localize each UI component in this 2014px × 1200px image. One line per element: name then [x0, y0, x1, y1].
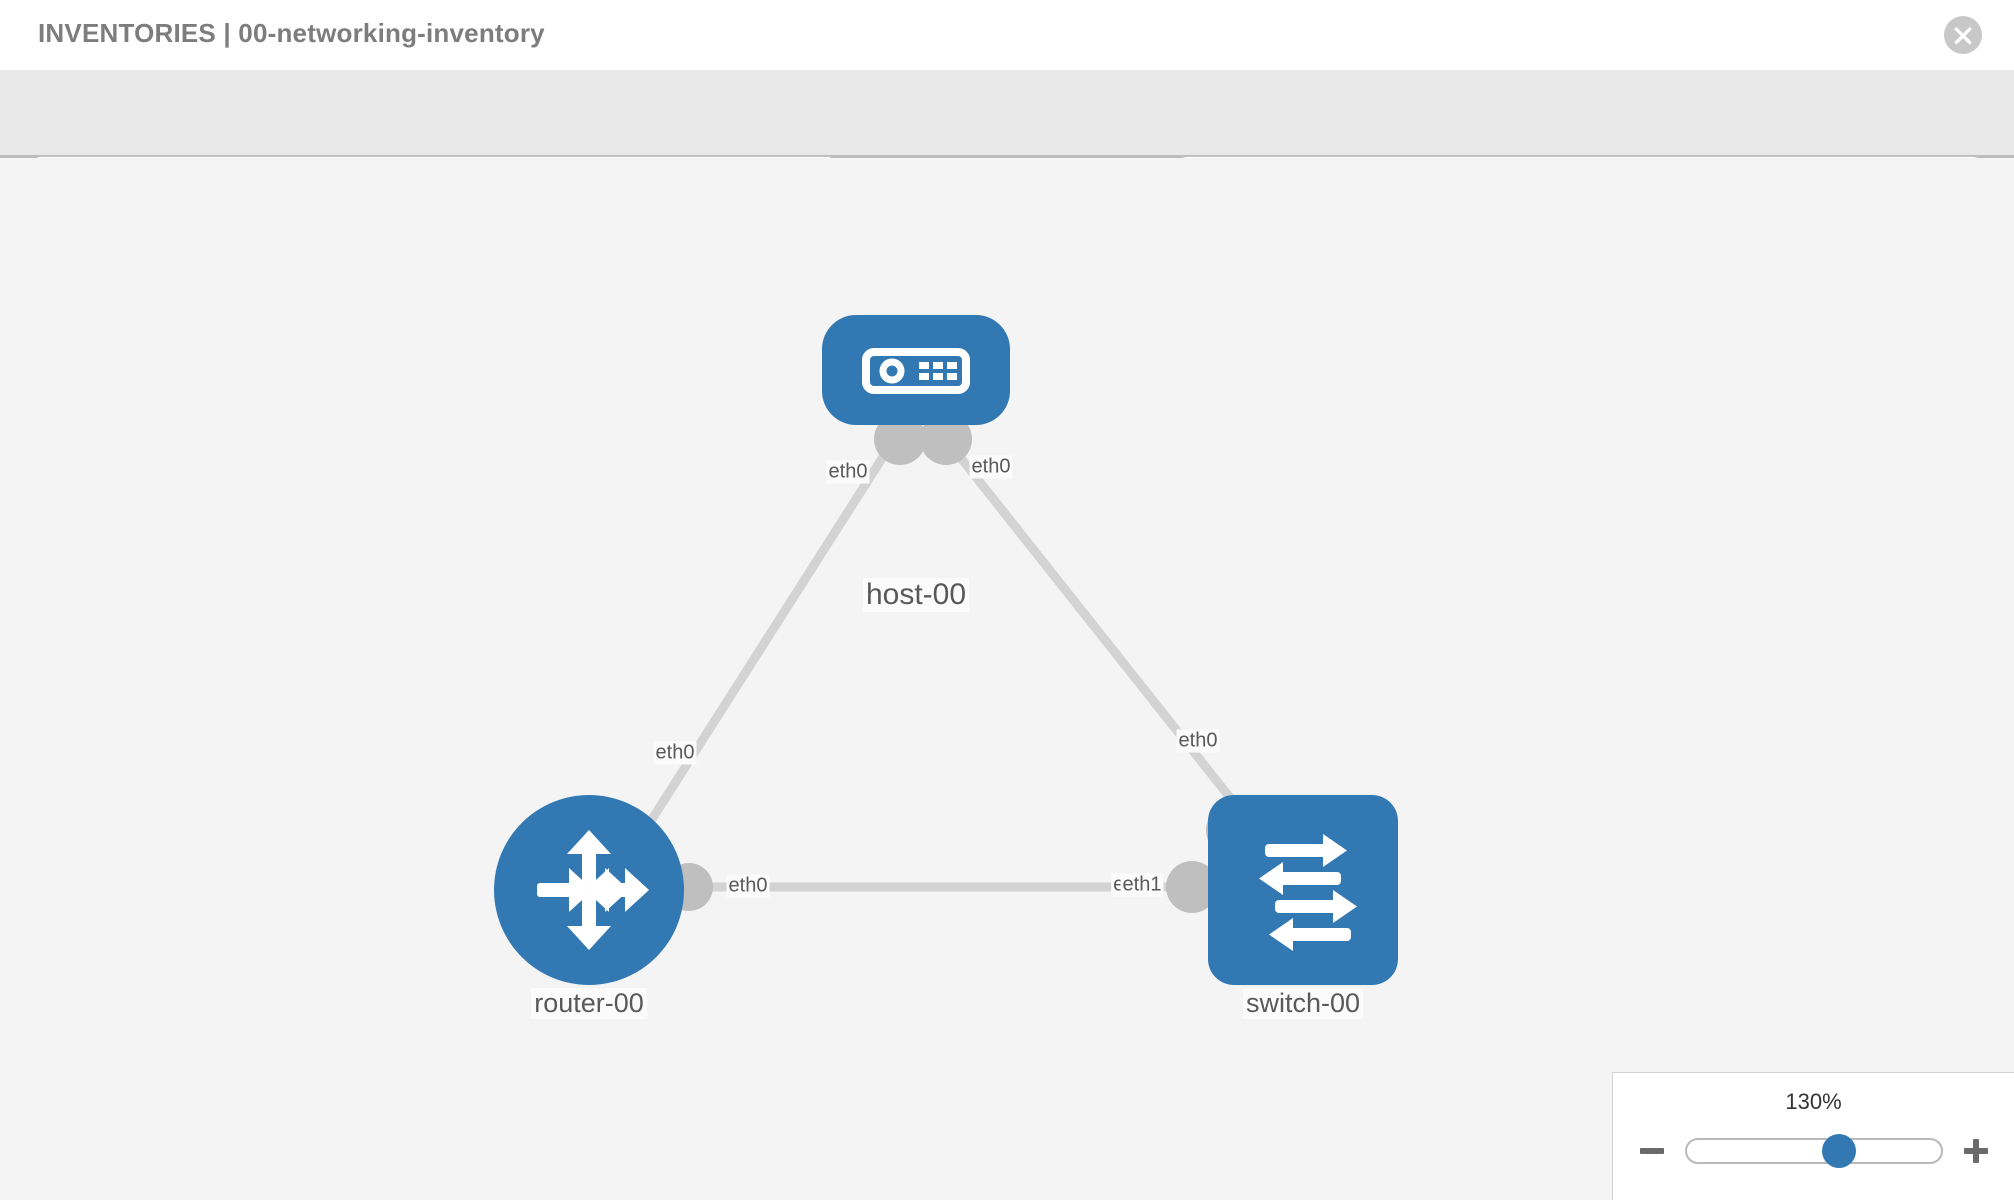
page-header: INVENTORIES | 00-networking-inventory — [0, 0, 2014, 70]
topology-node-switch[interactable] — [1208, 795, 1398, 985]
zoom-in-button[interactable] — [1961, 1136, 1991, 1166]
link-router-host — [636, 435, 899, 841]
switch-icon — [1259, 834, 1357, 951]
port-host-eth1 — [920, 413, 972, 465]
minus-icon — [1639, 1148, 1664, 1154]
topology-toolbar: ACTIONS SEARCH — [0, 70, 2014, 212]
port-host-eth0 — [874, 413, 926, 465]
interface-label: eth0 — [726, 874, 770, 898]
topology-canvas[interactable]: host-00 router-00 switch-00 eth0 eth0 eth0 eth… — [0, 158, 2014, 1200]
topology-graph — [636, 413, 1266, 913]
node-label-host: host-00 — [862, 578, 970, 612]
link-host-switch — [941, 435, 1266, 841]
topology-node-host[interactable] — [822, 315, 1010, 425]
topology-node-router[interactable] — [494, 795, 684, 985]
interface-label: eth1 — [1120, 873, 1164, 897]
page-title: INVENTORIES | 00-networking-inventory — [38, 18, 545, 48]
zoom-slider[interactable] — [1684, 1134, 1943, 1168]
zoom-level-value: 130% — [1785, 1089, 1842, 1114]
close-icon[interactable] — [1944, 16, 1982, 54]
plus-icon-v — [1972, 1139, 1979, 1163]
zoom-control-panel: 130% — [1612, 1072, 2014, 1200]
node-label-switch: switch-00 — [1242, 988, 1364, 1019]
zoom-slider-thumb[interactable] — [1821, 1134, 1856, 1168]
interface-label: eth0 — [653, 741, 697, 765]
interface-label: eth0 — [969, 455, 1013, 479]
interface-label: eth0 — [826, 460, 870, 484]
router-icon — [537, 830, 649, 950]
zoom-out-button[interactable] — [1637, 1136, 1667, 1166]
port-switch-eth1 — [1166, 861, 1218, 913]
topology-links — [636, 435, 1266, 892]
node-label-router: router-00 — [531, 988, 647, 1019]
interface-label: eth0 — [1176, 729, 1220, 753]
server-icon — [862, 348, 970, 394]
